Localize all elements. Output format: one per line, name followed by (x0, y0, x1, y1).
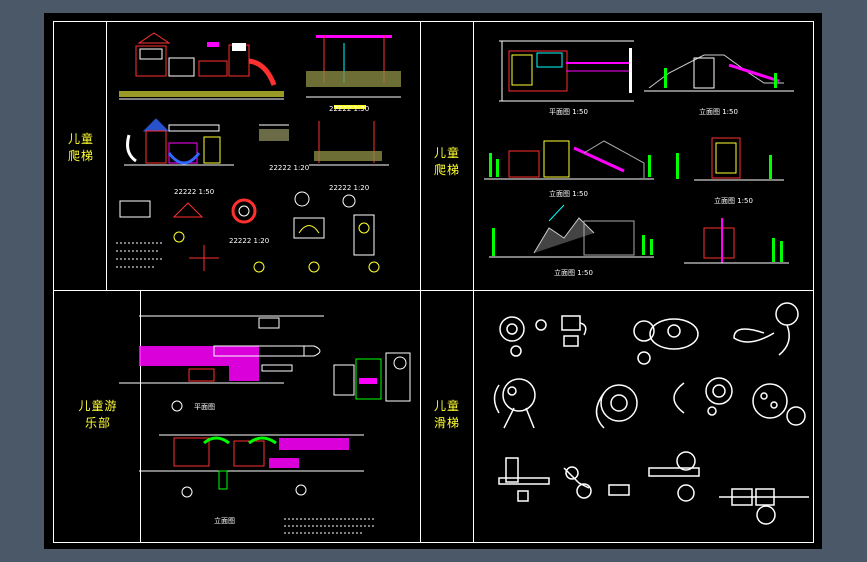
tr-plan-label: 平面图 1:50 (549, 108, 588, 116)
quadrant-label-line: 爬梯 (67, 149, 94, 163)
tl-scale-1: 22222 1:50 (329, 105, 369, 113)
quadrant-label-line: 儿童游 (78, 399, 118, 413)
tr-elev-mid (484, 140, 654, 180)
quadrant-label-line: 儿童 (433, 399, 460, 413)
tl-scale-2: 22222 1:50 (174, 188, 214, 196)
tl-elevation-2 (124, 118, 234, 166)
bl-elev-label: 立面图 (214, 516, 235, 525)
cad-drawing: 22222 1:50 22222 1:50 22222 1:20 22222 1… (53, 21, 814, 543)
tl-drawings: 22222 1:50 22222 1:50 22222 1:20 22222 1… (116, 32, 401, 273)
tr-elev-label-2: 立面图 1:50 (549, 189, 588, 198)
tl-scale-3: 22222 1:20 (329, 184, 369, 192)
tl-scale-4: 22222 1:20 (229, 237, 269, 245)
tr-elev-label-1: 立面图 1:50 (699, 107, 738, 116)
quadrant-label-top-left: 儿童 爬梯 (58, 131, 104, 165)
tr-plan (499, 40, 634, 102)
tl-details (116, 191, 380, 273)
tr-elev-top (644, 54, 794, 92)
br-drawings (493, 302, 809, 525)
quadrant-label-line: 儿童 (433, 146, 460, 160)
tr-elev-small (676, 137, 784, 181)
tr-elev-label-4: 立面图 1:50 (554, 268, 593, 277)
quadrant-label-line: 儿童 (67, 132, 94, 146)
quadrant-label-top-right: 儿童 爬梯 (424, 145, 470, 179)
tr-drawings: 平面图 1:50 立面图 1:50 立面图 1:50 立面图 1:50 立面图 … (484, 40, 794, 277)
bl-detail (333, 352, 411, 402)
quadrant-label-bottom-right: 儿童 滑梯 (424, 398, 470, 432)
quadrant-label-line: 乐部 (84, 416, 111, 430)
quadrant-label-bottom-left: 儿童游 乐部 (58, 398, 138, 432)
tl-scale-5: 22222 1:20 (269, 164, 309, 172)
bl-elevation (139, 434, 364, 498)
tl-section-1 (306, 35, 401, 109)
quadrant-label-line: 滑梯 (433, 416, 460, 430)
quadrant-label-line: 爬梯 (433, 163, 460, 177)
drawing-sheet: 22222 1:50 22222 1:50 22222 1:20 22222 1… (44, 13, 822, 549)
tl-elevation-1 (119, 32, 284, 100)
frame-lines (53, 21, 814, 543)
bl-plan (119, 315, 324, 412)
tl-section-2 (259, 121, 389, 166)
bl-plan-label: 平面图 (194, 403, 215, 411)
bl-drawings: 平面图 立面图 (119, 315, 411, 534)
tr-elev-bottom (489, 204, 654, 258)
tr-elev-label-3: 立面图 1:50 (714, 196, 753, 205)
tr-elev-bottom-right (684, 218, 789, 264)
